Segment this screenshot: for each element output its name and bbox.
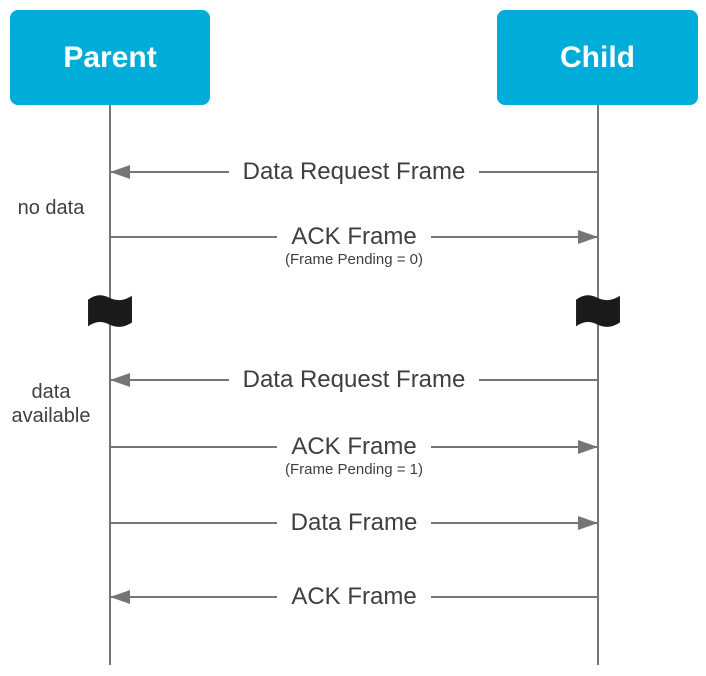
actor-parent-label: Parent [63,40,157,74]
message-ack-pending-0: ACK Frame (Frame Pending = 0) [110,222,598,268]
arrowhead-left-icon [110,373,130,387]
message-label: Data Request Frame [228,157,480,187]
annotation-no-data: no data [17,197,85,219]
annotation-data-available: data available [11,381,91,427]
flag-icon [576,295,620,327]
arrowhead-left-icon [110,590,130,604]
message-ack-pending-1: ACK Frame (Frame Pending = 1) [110,432,598,478]
message-label: Data Frame [276,508,432,538]
actor-child: Child [497,10,698,105]
message-sublabel: (Frame Pending = 0) [285,251,423,268]
message-data-frame: Data Frame [110,508,598,538]
message-label: ACK Frame [277,432,431,462]
message-label: ACK Frame [277,582,431,612]
arrowhead-right-icon [578,440,598,454]
arrowhead-right-icon [578,230,598,244]
message-data-request-2: Data Request Frame [110,365,598,395]
actor-parent: Parent [10,10,210,105]
child-lifeline [597,105,599,665]
actor-child-label: Child [560,40,635,74]
message-data-request-1: Data Request Frame [110,157,598,187]
message-label: Data Request Frame [228,365,480,395]
arrowhead-right-icon [578,516,598,530]
message-ack-final: ACK Frame [110,582,598,612]
message-label: ACK Frame [277,222,431,252]
flag-icon [88,295,132,327]
arrowhead-left-icon [110,165,130,179]
message-sublabel: (Frame Pending = 1) [285,461,423,478]
